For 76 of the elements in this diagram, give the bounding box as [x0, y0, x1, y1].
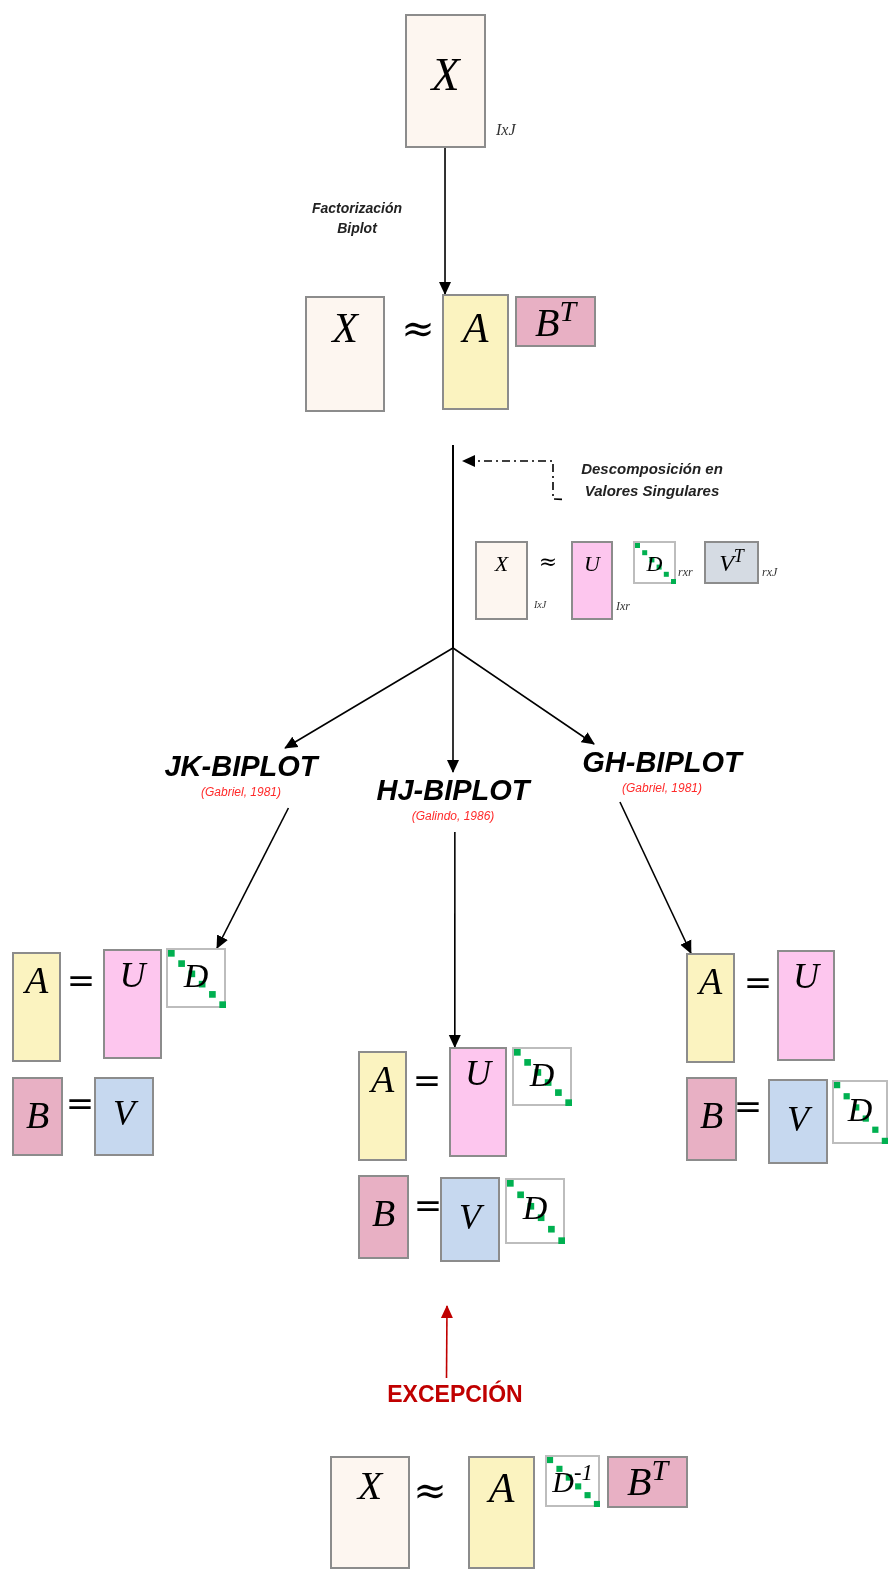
matrix-box	[686, 953, 735, 1063]
operator-sign: ≈	[401, 308, 435, 348]
dimension-label: Ixr	[616, 600, 630, 612]
matrix-box	[607, 1456, 688, 1508]
matrix-symbol: D	[522, 1191, 548, 1226]
method-title: GH-BIPLOT	[582, 745, 742, 780]
matrix-symbol: A	[24, 961, 49, 1000]
matrix-symbol: X	[332, 306, 358, 349]
matrix-symbol: B$^{T}$	[534, 303, 577, 343]
dashed-arrow	[462, 455, 563, 501]
matrix-box	[571, 541, 613, 620]
matrix-box	[449, 1047, 507, 1157]
matrix-box	[12, 1077, 63, 1156]
matrix-box	[94, 1077, 154, 1156]
matrix-symbol: X	[494, 552, 509, 575]
operator-sign: =	[66, 963, 96, 997]
matrix-box	[704, 541, 759, 584]
matrix-symbol: U	[584, 552, 600, 575]
matrix-box	[305, 296, 385, 412]
matrix-box	[358, 1051, 407, 1161]
edge-label: Factorización Biplot	[310, 199, 404, 238]
citation-text: (Gabriel, 1981)	[200, 784, 281, 800]
matrix-symbol: A	[462, 306, 489, 349]
matrix-symbol: B	[699, 1096, 724, 1135]
matrix-box	[12, 952, 61, 1062]
dimension-label: rxr	[678, 566, 693, 578]
operator-sign: ≈	[538, 551, 558, 573]
method-title: HJ-BIPLOT	[376, 773, 530, 808]
matrix-symbol: X	[357, 1466, 383, 1506]
matrix-symbol: B	[25, 1096, 50, 1135]
matrix-box	[515, 296, 596, 347]
matrix-symbol: V$^{T}$	[719, 550, 744, 575]
matrix-symbol: A	[488, 1466, 515, 1509]
matrix-box	[358, 1175, 409, 1259]
operator-sign: ≈	[413, 1470, 447, 1510]
matrix-symbol: U	[793, 958, 819, 995]
exception-label: EXCEPCIÓN	[370, 1378, 540, 1410]
matrix-symbol: B	[371, 1194, 396, 1233]
matrix-symbol: B$^{T}$	[626, 1462, 669, 1502]
citation-text: (Gabriel, 1981)	[621, 780, 702, 796]
operator-sign: =	[413, 1188, 443, 1222]
arrow	[216, 807, 290, 949]
matrix-box	[777, 950, 835, 1061]
annotation-text: Descomposición en Valores Singulares	[562, 458, 742, 504]
arrow	[448, 831, 461, 1048]
operator-sign: =	[412, 1063, 442, 1097]
dimension-label: rxJ	[762, 566, 778, 578]
matrix-symbol: D	[529, 1058, 555, 1093]
matrix-box	[405, 14, 486, 148]
matrix-box	[768, 1079, 828, 1164]
matrix-box	[330, 1456, 410, 1569]
matrix-symbol: A	[698, 962, 723, 1001]
matrix-box	[468, 1456, 535, 1569]
operator-sign: =	[733, 1089, 763, 1123]
arrow	[619, 801, 692, 954]
matrix-symbol: D	[847, 1093, 873, 1128]
matrix-symbol: D	[183, 959, 209, 994]
dimension-label: IxJ	[496, 122, 516, 138]
operator-sign: =	[65, 1086, 95, 1120]
matrix-symbol: U	[465, 1055, 491, 1092]
method-title: JK-BIPLOT	[164, 749, 318, 784]
matrix-symbol: U	[119, 957, 146, 994]
matrix-box	[440, 1177, 500, 1262]
arrow	[440, 1305, 453, 1379]
matrix-symbol: X	[431, 51, 460, 98]
arrow	[452, 444, 595, 745]
matrix-box	[686, 1077, 737, 1161]
matrix-box	[475, 541, 528, 620]
operator-sign: =	[743, 965, 773, 999]
dimension-label: IxJ	[534, 600, 547, 610]
matrix-box	[103, 949, 162, 1059]
matrix-box	[442, 294, 509, 410]
matrix-symbol: D$^{-1}$	[552, 1466, 593, 1497]
matrix-symbol: A	[370, 1060, 395, 1099]
arrow	[439, 147, 451, 295]
citation-text: (Galindo, 1986)	[411, 808, 495, 824]
